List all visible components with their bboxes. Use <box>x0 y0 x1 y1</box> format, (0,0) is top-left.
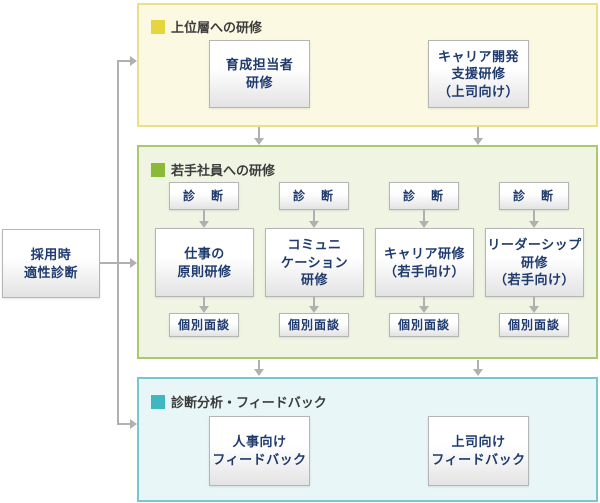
connector-line <box>117 423 131 425</box>
section-bullet-icon <box>151 162 165 177</box>
training-box-career-support: キャリア開発 支援研修 （上司向け） <box>428 40 529 108</box>
arrow-down-icon <box>529 306 539 313</box>
section-header: 若手社員への研修 <box>151 160 275 179</box>
connector-line <box>258 360 260 370</box>
arrow-down-icon <box>199 306 209 313</box>
arrow-down-icon <box>529 221 539 228</box>
arrow-down-icon <box>419 306 429 313</box>
training-box-work-principles: 仕事の 原則研修 <box>155 228 254 297</box>
connector-line <box>313 297 315 306</box>
connector-line <box>423 210 425 221</box>
interview-box: 個別面談 <box>169 313 239 337</box>
training-box-leadership: リーダーシップ 研修 （若手向け） <box>485 228 584 297</box>
arrow-right-icon <box>130 56 137 66</box>
section-header: 診断分析・フィードバック <box>151 392 327 411</box>
section-title: 上位層への研修 <box>171 20 263 35</box>
interview-box: 個別面談 <box>389 313 459 337</box>
section-bullet-icon <box>151 394 165 409</box>
feedback-box-hr: 人事向け フィードバック <box>209 416 310 486</box>
diagnosis-box: 診 断 <box>279 182 349 210</box>
section-title: 若手社員への研修 <box>171 163 276 178</box>
arrow-down-icon <box>254 369 264 376</box>
connector-line <box>258 127 260 139</box>
connector-line <box>100 262 131 264</box>
connector-line <box>477 127 479 139</box>
arrow-right-icon <box>130 258 137 268</box>
interview-box: 個別面談 <box>499 313 569 337</box>
interview-box: 個別面談 <box>279 313 349 337</box>
arrow-right-icon <box>130 419 137 429</box>
section-upper-level-training: 上位層への研修 育成担当者 研修 キャリア開発 支援研修 （上司向け） <box>137 3 598 127</box>
training-box-career-young: キャリア研修 （若手向け） <box>375 228 474 297</box>
arrow-down-icon <box>309 306 319 313</box>
connector-line <box>117 60 119 425</box>
training-box-mentor: 育成担当者 研修 <box>209 40 310 108</box>
feedback-box-manager: 上司向け フィードバック <box>428 416 529 486</box>
section-bullet-icon <box>151 19 165 34</box>
arrow-down-icon <box>473 138 483 145</box>
connector-line <box>533 297 535 306</box>
start-box-aptitude-test: 採用時 適性診断 <box>2 229 100 298</box>
training-box-communication: コミュニ ケーション 研修 <box>265 228 364 297</box>
section-diagnosis-feedback: 診断分析・フィードバック 人事向け フィードバック 上司向け フィードバック <box>137 377 598 502</box>
section-title: 診断分析・フィードバック <box>171 395 327 410</box>
connector-line <box>423 297 425 306</box>
arrow-down-icon <box>254 138 264 145</box>
diagnosis-box: 診 断 <box>389 182 459 210</box>
arrow-down-icon <box>419 221 429 228</box>
connector-line <box>203 297 205 306</box>
connector-line <box>203 210 205 221</box>
connector-line <box>477 360 479 370</box>
connector-line <box>313 210 315 221</box>
arrow-down-icon <box>199 221 209 228</box>
diagnosis-box: 診 断 <box>169 182 239 210</box>
section-header: 上位層への研修 <box>151 17 262 36</box>
arrow-down-icon <box>473 369 483 376</box>
connector-line <box>533 210 535 221</box>
diagnosis-box: 診 断 <box>499 182 569 210</box>
section-young-employee-training: 若手社員への研修 診 断 仕事の 原則研修 個別面談 診 断 コミュニ ケーショ… <box>137 145 598 359</box>
arrow-down-icon <box>309 221 319 228</box>
connector-line <box>117 60 131 62</box>
